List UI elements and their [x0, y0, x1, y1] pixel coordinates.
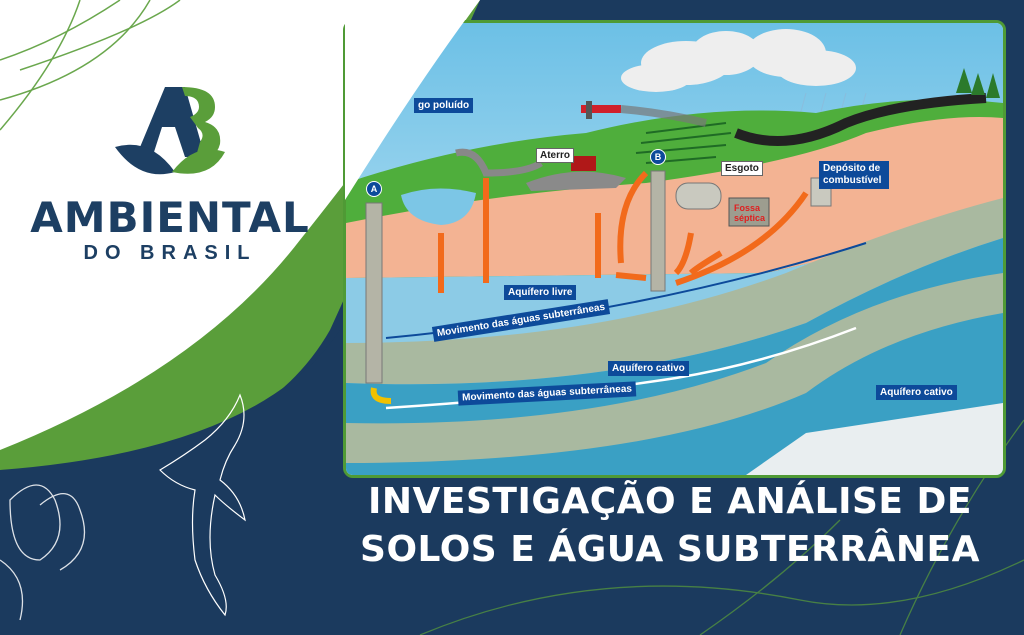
well-b-marker: B — [650, 149, 666, 165]
label-free-aquifer: Aquífero livre — [504, 285, 577, 300]
company-logo: AMBIENTAL DO BRASIL — [20, 82, 320, 265]
title-line-2: SOLOS E ÁGUA SUBTERRÂNEA — [360, 529, 980, 570]
label-sewer: Esgoto — [721, 161, 763, 176]
diagram-illustration — [346, 23, 1003, 475]
page-title: INVESTIGAÇÃO E ANÁLISE DE SOLOS E ÁGUA S… — [345, 478, 995, 574]
groundwater-contamination-diagram: go poluído Aterro Esgoto Fossa séptica D… — [343, 20, 1006, 478]
plane-icon — [581, 101, 621, 119]
label-fuel-deposit: Depósito de combustível — [819, 161, 889, 189]
label-polluted-lake: go poluído — [414, 98, 474, 113]
bird-outline — [159, 393, 246, 617]
title-line-1: INVESTIGAÇÃO E ANÁLISE DE — [367, 481, 973, 522]
brand-name: AMBIENTAL — [30, 193, 310, 242]
well-a-marker: A — [366, 181, 382, 197]
label-confined-aquifer-1: Aquífero cativo — [608, 361, 689, 376]
ab-leaf-logo-icon — [115, 87, 225, 175]
brand-subname: DO BRASIL — [83, 242, 257, 264]
label-confined-aquifer-2: Aquífero cativo — [876, 385, 957, 400]
label-landfill: Aterro — [536, 148, 575, 163]
clouds — [621, 29, 856, 92]
label-septic-tank: Fossa séptica — [734, 203, 766, 223]
